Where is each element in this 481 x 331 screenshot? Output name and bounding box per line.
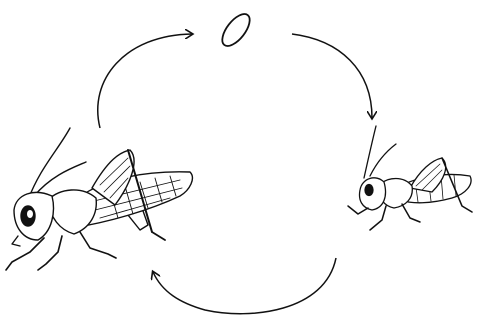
grasshopper-nymph-icon xyxy=(348,126,472,230)
grasshopper-adult-icon xyxy=(6,128,192,270)
arrow-egg-to-nymph xyxy=(292,34,372,118)
arrow-adult-to-egg xyxy=(98,34,192,128)
arrow-nymph-to-adult xyxy=(153,258,336,314)
egg-icon xyxy=(217,9,255,50)
